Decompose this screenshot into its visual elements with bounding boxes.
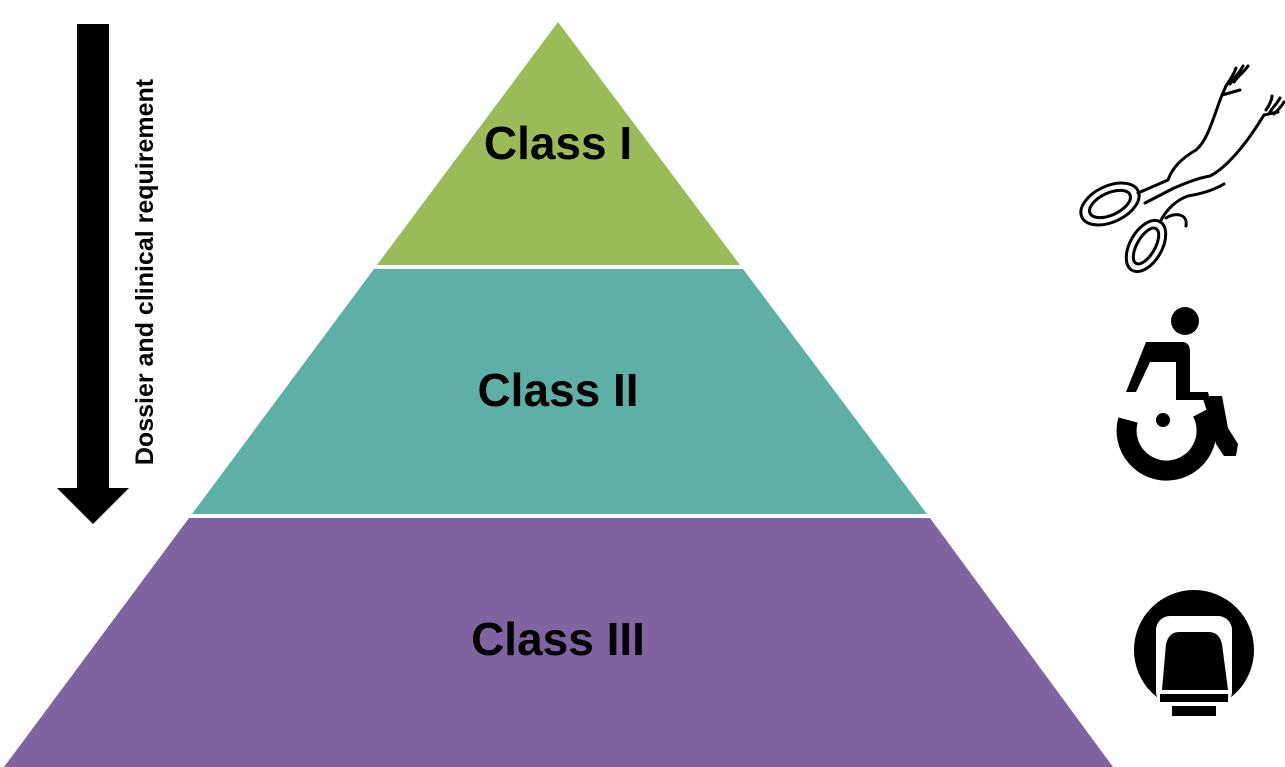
requirement-axis-label: Dossier and clinical requirement xyxy=(131,78,159,465)
tier-class-1-label: Class I xyxy=(484,117,632,169)
requirement-arrow-icon xyxy=(57,24,129,524)
surgical-retractor-icon xyxy=(1079,64,1285,274)
tier-class-3 xyxy=(4,518,1113,767)
mri-scanner-icon xyxy=(1134,590,1254,716)
tier-class-1 xyxy=(377,22,740,265)
tier-class-2-label: Class II xyxy=(477,364,638,416)
tier-class-3-label: Class III xyxy=(471,613,645,665)
wheelchair-icon xyxy=(1116,307,1238,481)
tier-class-2 xyxy=(192,269,927,514)
